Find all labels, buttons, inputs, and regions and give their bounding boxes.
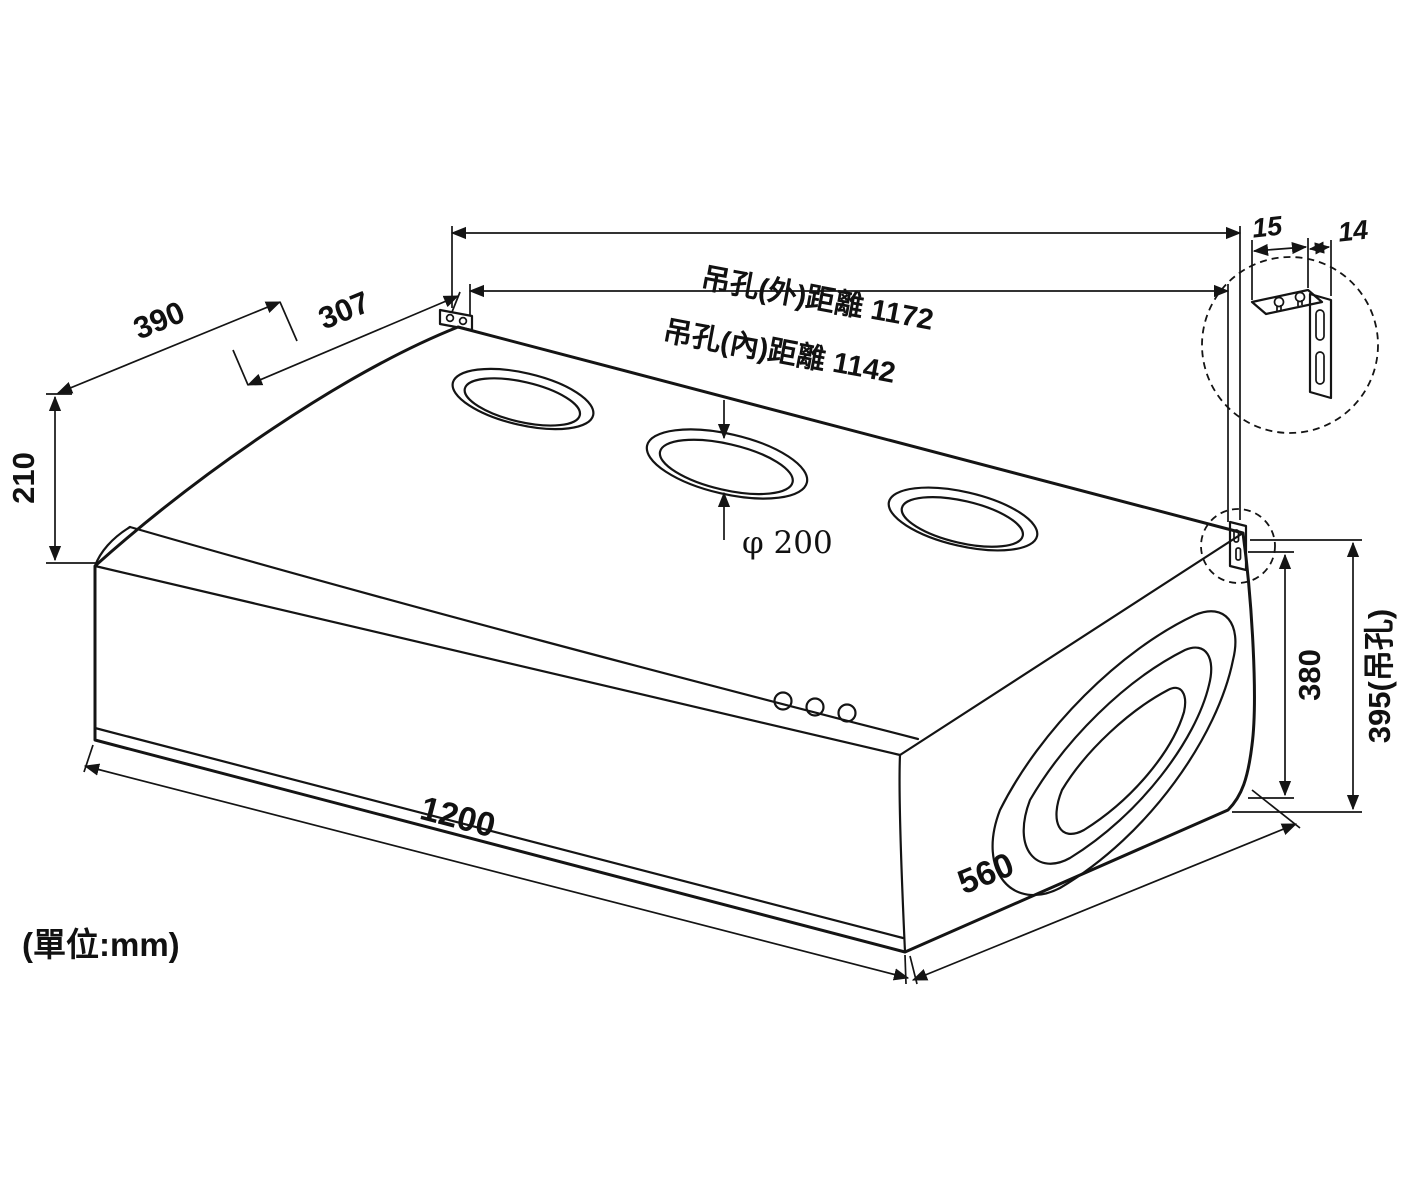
dim-body-height: 380: [1248, 551, 1327, 799]
ext-line: [279, 301, 298, 342]
dim-top-height: 210: [6, 393, 98, 564]
dim-body-width: 1200: [83, 744, 910, 985]
detail-keyhole-1: [1273, 296, 1285, 308]
bracket-right-highlight-circle: [1200, 508, 1276, 584]
detail-keyhole-1-slot: [1276, 305, 1282, 311]
dim-label-1200: 1200: [416, 789, 499, 845]
dim-label-390: 390: [128, 294, 189, 346]
vent-1-inner-rim: [463, 377, 582, 427]
detail-circle: [1201, 256, 1379, 434]
dim-body-depth: 560: [909, 789, 1301, 985]
detail-keyhole-2: [1294, 291, 1306, 303]
hood-endcap-top-edge: [898, 531, 1245, 757]
vent-3-inner-rim: [900, 496, 1025, 548]
hood-bottom-lip: [93, 726, 905, 940]
dim-label-1142: 吊孔(內)距離 1142: [661, 314, 898, 389]
vent-3-outer-rim: [887, 486, 1039, 552]
hood-body: [93, 325, 1256, 954]
dim-label-210: 210: [6, 452, 41, 504]
dim-label-560: 560: [952, 846, 1019, 902]
vent-hole-3: [887, 486, 1039, 552]
vent-2-inner-rim: [658, 438, 794, 496]
hood-front-top-edge: [93, 564, 902, 757]
bracket-right-slot-1: [1233, 529, 1240, 543]
dim-label-307: 307: [313, 284, 374, 336]
endcap-swoosh: [991, 610, 1237, 897]
dim-line-15: [1252, 241, 1308, 257]
detail-keyhole-2-slot: [1297, 300, 1303, 306]
detail-plate-slot-1: [1315, 309, 1325, 341]
hood-endcap-left-edge: [898, 753, 907, 954]
control-button-2: [805, 697, 825, 717]
bracket-detail-view: 15 14: [1201, 210, 1379, 434]
dim-hanging-hole-height: 395(吊孔): [1232, 539, 1397, 813]
dim-line-14: [1308, 241, 1331, 255]
dim-vent-diameter: φ 200: [717, 400, 833, 561]
dim-depth-total: 390: [56, 294, 298, 394]
detail-bracket-flange: [1250, 288, 1324, 316]
detail-bracket-plate: [1308, 292, 1333, 400]
control-button-1: [773, 691, 793, 711]
bracket-left-hole-2: [458, 316, 468, 326]
dim-label-1172: 吊孔(外)距離 1172: [699, 261, 936, 336]
unit-note: (單位:mm): [22, 926, 180, 963]
swoosh-inner: [1055, 686, 1187, 835]
control-buttons: [773, 691, 857, 723]
hood-outline: [93, 325, 1256, 954]
dim-label-14: 14: [1337, 215, 1370, 248]
mounting-bracket-right: [1200, 508, 1276, 584]
bracket-right-plate: [1228, 520, 1248, 572]
dim-line-1200: [83, 763, 910, 981]
ext-line: [904, 954, 907, 985]
dim-line-390: [56, 301, 282, 394]
mounting-bracket-left: [438, 308, 474, 332]
control-button-3: [837, 703, 857, 723]
ext-line: [232, 349, 249, 386]
dim-label-395: 395(吊孔): [1362, 609, 1397, 743]
vent-hole-2: [645, 428, 809, 500]
ext-line: [451, 291, 461, 313]
dim-hole-offset: 307: [232, 284, 461, 386]
bracket-left-hole-1: [445, 313, 455, 323]
vent-hole-1: [451, 367, 595, 431]
dim-label-phi200: φ 200: [742, 525, 833, 561]
bracket-right-slot-2: [1235, 547, 1242, 561]
dim-line-560: [911, 823, 1298, 981]
detail-plate-slot-2: [1315, 351, 1325, 385]
ext-line: [1251, 789, 1301, 829]
bracket-left-plate: [438, 308, 474, 332]
dim-label-15: 15: [1251, 210, 1285, 243]
dim-label-380: 380: [1292, 649, 1327, 701]
dim-line-307: [246, 295, 460, 386]
